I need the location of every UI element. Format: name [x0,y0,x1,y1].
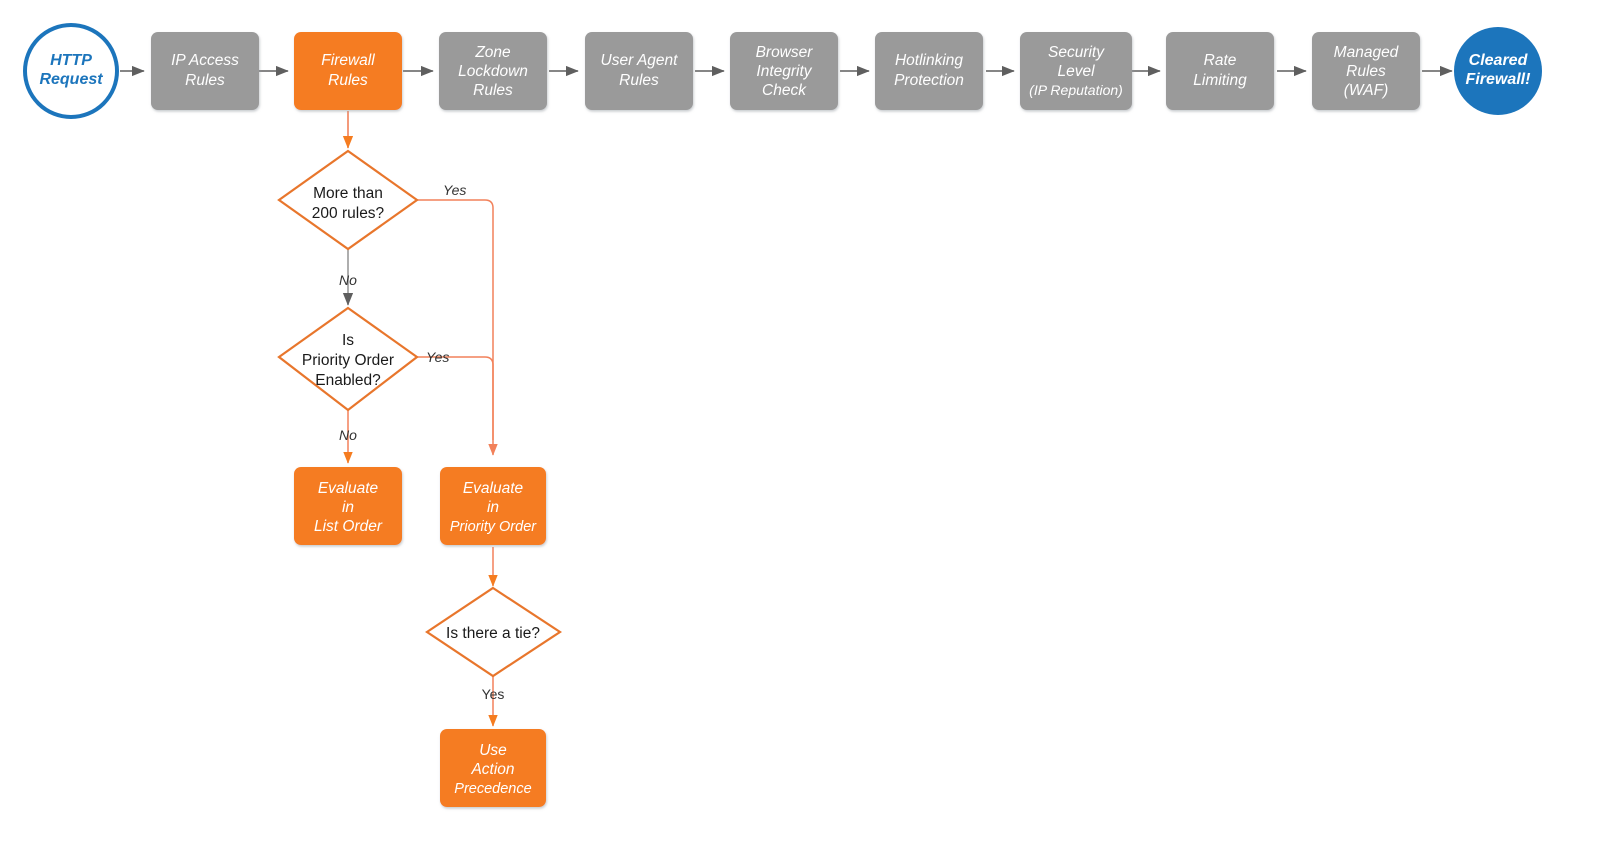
node-evaluate-in-priority-order[interactable]: Evaluate in Priority Order [440,467,546,545]
security-level-label-line1: Security [1048,44,1105,61]
user-agent-rules-label-line2: Rules [619,72,659,89]
hotlinking-protection-box [875,32,983,110]
use-action-precedence-label-line1: Use [479,742,507,759]
evaluate-in-priority-order-box [440,467,546,545]
security-level-label-line2: Level [1057,63,1095,80]
node-decision-is-priority-order-enabled[interactable]: Is Priority Order Enabled? [277,306,419,412]
evaluate-in-priority-order-label-line1: Evaluate [463,480,524,497]
user-agent-rules-box [585,32,693,110]
rate-limiting-label-line1: Rate [1204,52,1237,69]
use-action-precedence-label-line2: Action [470,761,514,778]
evaluate-in-priority-order-label-line3: Priority Order [450,519,537,535]
edge-labels: Yes No Yes No Yes [339,182,504,702]
node-managed-rules-waf[interactable]: Managed Rules (WAF) [1312,32,1420,110]
browser-integrity-check-label-line1: Browser [756,44,814,61]
cleared-firewall-label-line1: Cleared [1469,52,1529,69]
is-there-a-tie-label: Is there a tie? [446,625,540,642]
user-agent-rules-label-line1: User Agent [601,52,679,69]
browser-integrity-check-box [730,32,838,110]
more-than-200-rules-label-line1: More than [313,185,383,202]
security-level-label-line3: (IP Reputation) [1029,82,1123,98]
node-browser-integrity-check[interactable]: Browser Integrity Check [730,32,838,110]
evaluate-in-priority-order-label-line2: in [487,499,499,516]
ip-access-rules-box [151,32,259,110]
firewall-rules-label-line2: Rules [328,72,368,89]
is-there-a-tie-diamond [425,586,563,678]
node-ip-access-rules[interactable]: IP Access Rules [151,32,259,110]
edge-label-no-more-than-200: No [339,272,357,288]
firewall-rules-box [294,32,402,110]
zone-lockdown-rules-label-line1: Zone [474,44,511,61]
is-priority-order-enabled-label-line1: Is [342,332,354,349]
rate-limiting-label-line2: Limiting [1193,72,1247,89]
ip-access-rules-label-line1: IP Access [171,52,239,69]
managed-rules-waf-label-line3: (WAF) [1344,82,1388,99]
node-zone-lockdown-rules[interactable]: Zone Lockdown Rules [439,32,547,110]
browser-integrity-check-label-line3: Check [762,82,807,99]
is-priority-order-enabled-label-line3: Enabled? [315,372,381,389]
use-action-precedence-box [440,729,546,807]
zone-lockdown-rules-box [439,32,547,110]
node-use-action-precedence[interactable]: Use Action Precedence [440,729,546,807]
security-level-box [1020,32,1132,110]
more-than-200-rules-diamond [277,149,419,251]
use-action-precedence-label-line3: Precedence [454,781,531,797]
node-rate-limiting[interactable]: Rate Limiting [1166,32,1274,110]
connector-d1-yes-to-priority-order [417,199,498,456]
http-request-label-line1: HTTP [50,52,92,69]
rate-limiting-box [1166,32,1274,110]
cleared-firewall-label-line2: Firewall! [1466,71,1532,88]
edge-label-yes-tie: Yes [482,686,505,702]
managed-rules-waf-label-line2: Rules [1346,63,1386,80]
cleared-firewall-circle [1454,27,1542,115]
firewall-rules-label-line1: Firewall [321,52,375,69]
decision-connectors [342,111,498,727]
more-than-200-rules-label-line2: 200 rules? [312,205,385,222]
is-priority-order-enabled-label-line2: Priority Order [302,352,394,369]
http-request-label-line2: Request [39,71,103,88]
http-request-circle [23,23,119,119]
managed-rules-waf-label-line1: Managed [1334,44,1400,61]
node-firewall-rules[interactable]: Firewall Rules [294,32,402,110]
edge-label-yes-priority-order: Yes [426,349,449,365]
node-decision-more-than-200-rules[interactable]: More than 200 rules? [277,149,419,251]
connector-d2-yes-to-priority-order [417,356,494,440]
node-security-level[interactable]: Security Level (IP Reputation) [1020,32,1132,110]
hotlinking-protection-label-line1: Hotlinking [895,52,963,69]
edge-label-yes-more-than-200: Yes [443,182,466,198]
managed-rules-waf-box [1312,32,1420,110]
node-evaluate-in-list-order[interactable]: Evaluate in List Order [294,467,402,545]
zone-lockdown-rules-label-line2: Lockdown [458,63,528,80]
node-decision-is-there-a-tie[interactable]: Is there a tie? [425,586,563,678]
is-priority-order-enabled-diamond [277,306,419,412]
evaluate-in-list-order-label-line2: in [342,499,354,516]
edge-label-no-priority-order: No [339,427,357,443]
ip-access-rules-label-line2: Rules [185,72,225,89]
node-http-request[interactable]: HTTP Request [23,23,119,119]
evaluate-in-list-order-box [294,467,402,545]
node-hotlinking-protection[interactable]: Hotlinking Protection [875,32,983,110]
node-cleared-firewall[interactable]: Cleared Firewall! [1454,27,1542,115]
browser-integrity-check-label-line2: Integrity [756,63,812,80]
zone-lockdown-rules-label-line3: Rules [473,82,513,99]
evaluate-in-list-order-label-line1: Evaluate [318,480,379,497]
evaluate-in-list-order-label-line3: List Order [314,518,383,535]
hotlinking-protection-label-line2: Protection [894,72,964,89]
node-user-agent-rules[interactable]: User Agent Rules [585,32,693,110]
